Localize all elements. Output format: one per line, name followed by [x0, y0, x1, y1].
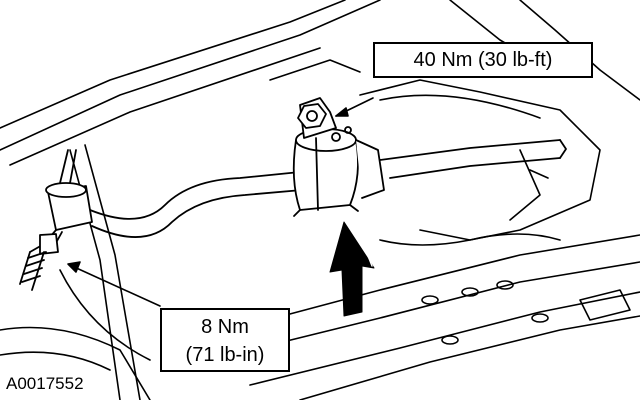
direction-arrow [329, 221, 375, 317]
frame-rail [229, 233, 640, 400]
stabilizer-link [19, 149, 93, 291]
leader-arrows [67, 97, 374, 307]
bracket-bolt [297, 103, 327, 129]
figure-id: A0017552 [6, 374, 84, 393]
torque-callout-bracket-bolt: 40 Nm (30 lb-ft) [373, 42, 593, 78]
torque-callout-link-nut-metric: 8 Nm [201, 316, 249, 338]
torque-callout-link-nut-imperial: (71 lb-in) [185, 344, 265, 366]
body-panel-lines [0, 0, 640, 166]
fuel-tank [359, 79, 601, 241]
torque-callout-bracket-bolt-text: 40 Nm (30 lb-ft) [413, 49, 553, 71]
stabilizer-bar [89, 139, 567, 238]
bushing-bracket [292, 97, 385, 217]
torque-callout-link-nut: 8 Nm (71 lb-in) [160, 308, 290, 372]
